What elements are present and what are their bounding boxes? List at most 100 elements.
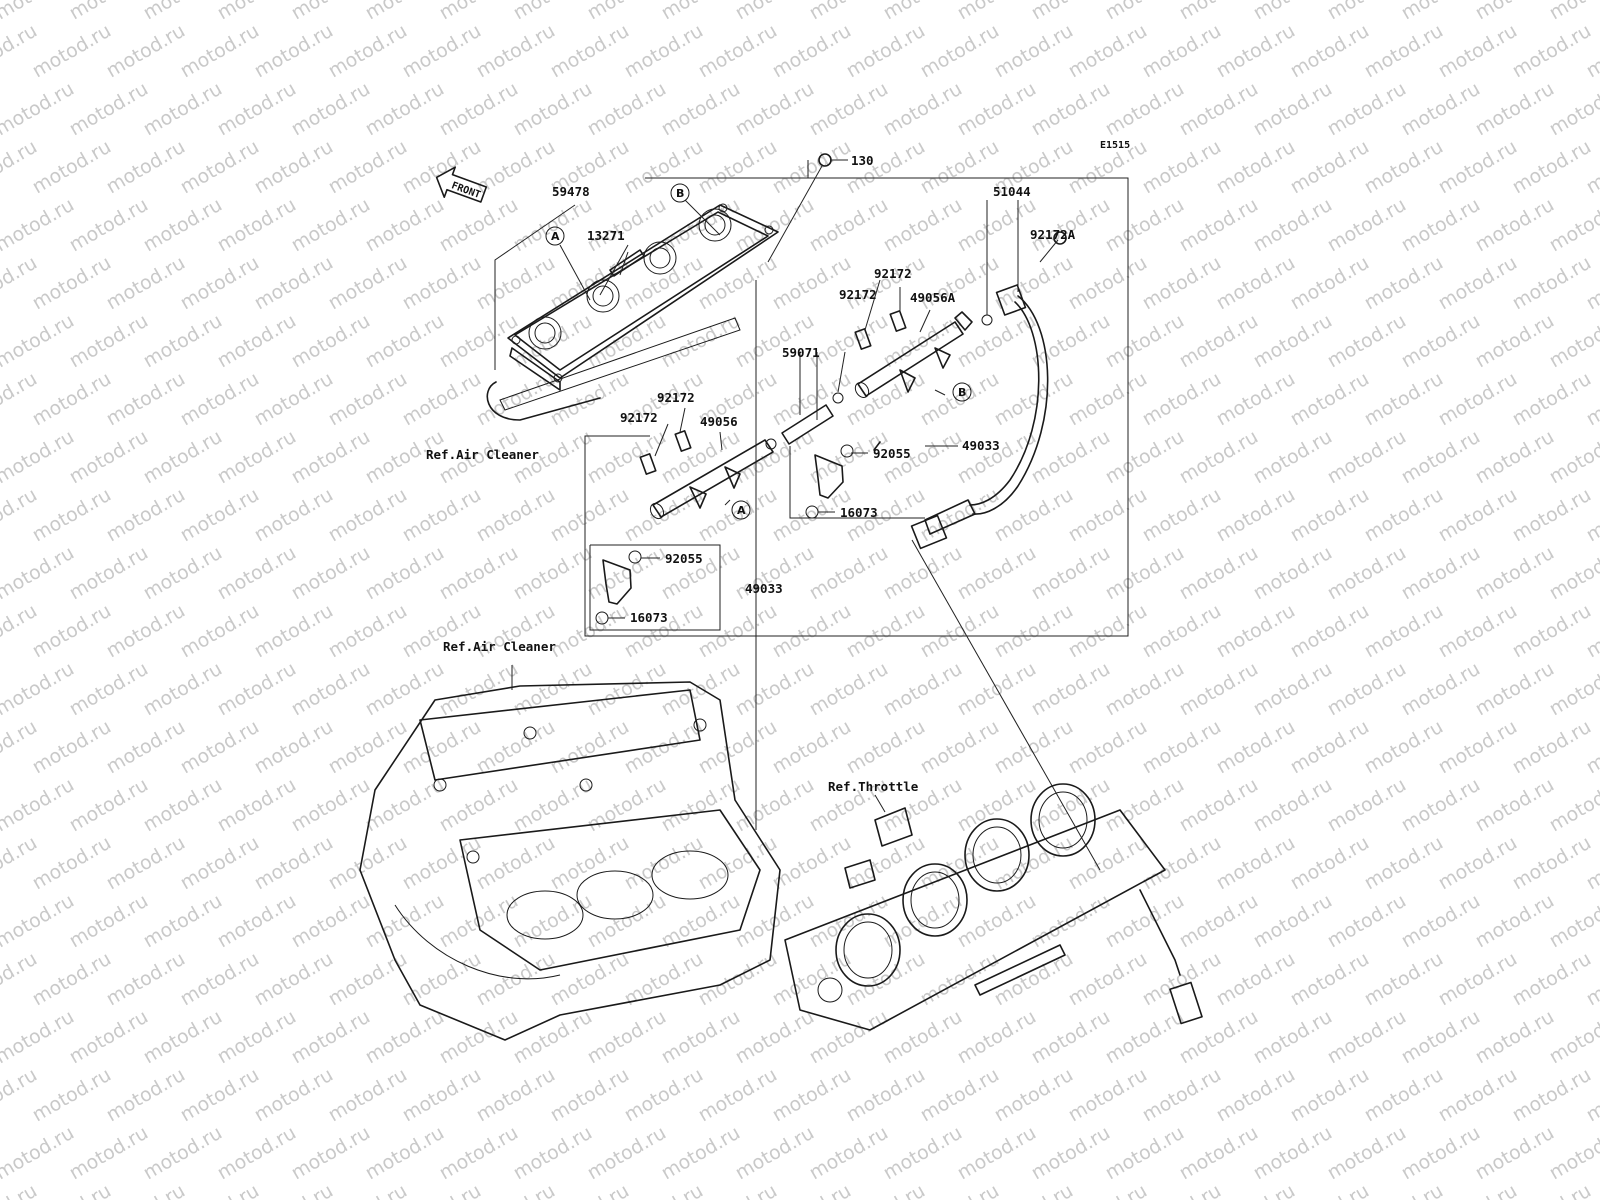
- watermark-text: motod.ru: [658, 0, 744, 24]
- watermark-text: motod.ru: [991, 600, 1077, 663]
- watermark-text: motod.ru: [177, 832, 263, 895]
- watermark-text: motod.ru: [103, 600, 189, 663]
- watermark-text: motod.ru: [1139, 484, 1225, 547]
- watermark-text: motod.ru: [1176, 890, 1262, 953]
- watermark-text: motod.ru: [584, 310, 670, 373]
- watermark-text: motod.ru: [103, 948, 189, 1011]
- watermark-text: motod.ru: [1065, 716, 1151, 779]
- watermark-text: motod.ru: [1028, 658, 1114, 721]
- watermark-text: motod.ru: [954, 194, 1040, 257]
- watermark-text: motod.ru: [1398, 542, 1484, 605]
- watermark-text: motod.ru: [29, 1180, 115, 1200]
- watermark-text: motod.ru: [29, 832, 115, 895]
- watermark-text: motod.ru: [769, 20, 855, 83]
- watermark-text: motod.ru: [880, 658, 966, 721]
- watermark-text: motod.ru: [1065, 1180, 1151, 1200]
- watermark-text: motod.ru: [1139, 136, 1225, 199]
- watermark-text: motod.ru: [288, 310, 374, 373]
- watermark-text: motod.ru: [1287, 368, 1373, 431]
- air-cleaner-housing: [359, 681, 781, 1041]
- watermark-text: motod.ru: [917, 1064, 1003, 1127]
- watermark-text: motod.ru: [584, 0, 670, 24]
- watermark-text: motod.ru: [1361, 368, 1447, 431]
- watermark-text: motod.ru: [695, 1064, 781, 1127]
- watermark-text: motod.ru: [1287, 716, 1373, 779]
- watermark-text: motod.ru: [29, 1064, 115, 1127]
- watermark-text: motod.ru: [510, 890, 596, 953]
- part-16073-left: 16073: [630, 610, 668, 625]
- watermark-text: motod.ru: [695, 20, 781, 83]
- ref-air-cleaner-bottom: Ref.Air Cleaner: [443, 639, 556, 654]
- watermark-text: motod.ru: [1361, 252, 1447, 315]
- watermark-text: motod.ru: [510, 1006, 596, 1069]
- watermark-text: motod.ru: [1139, 716, 1225, 779]
- watermark-text: motod.ru: [1398, 310, 1484, 373]
- part-59071: 59071: [782, 345, 820, 360]
- watermark-text: motod.ru: [1398, 774, 1484, 837]
- watermark-text: motod.ru: [732, 1006, 818, 1069]
- watermark-text: motod.ru: [1065, 20, 1151, 83]
- watermark-text: motod.ru: [1213, 252, 1299, 315]
- watermark-text: motod.ru: [1287, 832, 1373, 895]
- watermark-text: motod.ru: [843, 716, 929, 779]
- watermark-text: motod.ru: [510, 542, 596, 605]
- watermark-text: motod.ru: [288, 658, 374, 721]
- watermark-text: motod.ru: [436, 658, 522, 721]
- watermark-text: motod.ru: [1361, 948, 1447, 1011]
- watermark-text: motod.ru: [954, 1006, 1040, 1069]
- watermark-text: motod.ru: [732, 310, 818, 373]
- watermark-text: motod.ru: [1435, 600, 1521, 663]
- watermark-text: motod.ru: [1250, 1006, 1336, 1069]
- watermark-text: motod.ru: [1546, 310, 1600, 373]
- watermark-text: motod.ru: [1435, 20, 1521, 83]
- watermark-text: motod.ru: [399, 1064, 485, 1127]
- watermark-text: motod.ru: [1472, 1122, 1558, 1185]
- watermark-text: motod.ru: [140, 194, 226, 257]
- watermark-text: motod.ru: [1028, 0, 1114, 24]
- watermark-text: motod.ru: [584, 78, 670, 141]
- watermark-text: motod.ru: [991, 252, 1077, 315]
- watermark-text: motod.ru: [66, 426, 152, 489]
- watermark-text: motod.ru: [436, 78, 522, 141]
- watermark-text: motod.ru: [806, 0, 892, 24]
- watermark-text: motod.ru: [0, 78, 78, 141]
- bracket-frames: [494, 160, 1129, 830]
- watermark-text: motod.ru: [1324, 310, 1410, 373]
- watermark-text: motod.ru: [1028, 1122, 1114, 1185]
- watermark-text: motod.ru: [473, 252, 559, 315]
- watermark-text: motod.ru: [1398, 1122, 1484, 1185]
- watermark-text: motod.ru: [473, 368, 559, 431]
- watermark-text: motod.ru: [1472, 542, 1558, 605]
- watermark-text: motod.ru: [991, 20, 1077, 83]
- watermark-text: motod.ru: [695, 948, 781, 1011]
- watermark-text: motod.ru: [1361, 832, 1447, 895]
- watermark-text: motod.ru: [1065, 948, 1151, 1011]
- watermark-text: motod.ru: [954, 542, 1040, 605]
- callout-b-top: B: [670, 183, 690, 203]
- watermark-text: motod.ru: [1176, 542, 1262, 605]
- watermark-text: motod.ru: [917, 136, 1003, 199]
- svg-text:A: A: [737, 504, 746, 517]
- watermark-text: motod.ru: [1435, 1064, 1521, 1127]
- watermark-text: motod.ru: [399, 484, 485, 547]
- watermark-text: motod.ru: [1435, 252, 1521, 315]
- watermark-text: motod.ru: [103, 368, 189, 431]
- watermark-text: motod.ru: [1139, 832, 1225, 895]
- watermark-text: motod.ru: [1213, 716, 1299, 779]
- watermark-text: motod.ru: [1361, 20, 1447, 83]
- watermark-text: motod.ru: [1176, 78, 1262, 141]
- watermark-text: motod.ru: [251, 136, 337, 199]
- watermark-text: motod.ru: [1287, 252, 1373, 315]
- watermark-text: motod.ru: [1361, 1180, 1447, 1200]
- watermark-text: motod.ru: [806, 310, 892, 373]
- watermark-text: motod.ru: [1509, 136, 1595, 199]
- watermark-text: motod.ru: [1324, 78, 1410, 141]
- watermark-text: motod.ru: [29, 368, 115, 431]
- watermark-text: motod.ru: [658, 426, 744, 489]
- watermark-text: motod.ru: [0, 890, 78, 953]
- watermark-text: motod.ru: [1398, 78, 1484, 141]
- watermark-text: motod.ru: [325, 600, 411, 663]
- watermark-text: motod.ru: [103, 484, 189, 547]
- watermark-text: motod.ru: [288, 890, 374, 953]
- watermark-text: motod.ru: [140, 890, 226, 953]
